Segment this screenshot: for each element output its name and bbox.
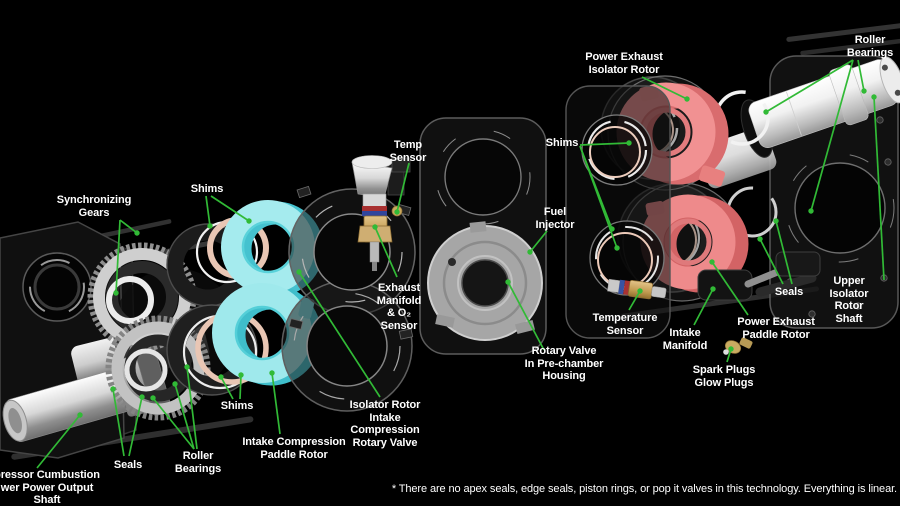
spark-plug-graphic xyxy=(723,337,753,355)
label-shims-left: Shims xyxy=(190,183,224,195)
right-assembly xyxy=(565,23,900,355)
label-isolator-rotor-intake-compression-rotary-valve: Isolator Rotor Intake Compression Rotary… xyxy=(349,399,421,449)
label-rotary-valve-prechamber: Rotary Valve In Pre-chamber Housing xyxy=(524,345,604,382)
label-synchronizing-gears: Synchronizing Gears xyxy=(56,194,132,219)
label-shims-mid: Shims xyxy=(545,137,579,149)
temp-sensor-injector-cluster xyxy=(351,155,411,271)
label-power-exhaust-paddle-rotor: Power Exhaust Paddle Rotor xyxy=(737,316,815,341)
synchronizing-gears-graphic xyxy=(87,242,211,421)
rotary-valve-disc xyxy=(427,221,543,341)
leader-lines xyxy=(36,59,885,469)
footnote: * There are no apex seals, edge seals, p… xyxy=(391,483,897,495)
label-spark-plugs-glow-plugs: Spark Plugs Glow Plugs xyxy=(692,364,756,389)
label-seals-right: Seals xyxy=(774,286,804,298)
label-roller-bearings-right: Roller Bearings xyxy=(846,34,894,59)
label-output-shaft: pressor Cumbustion wer Power Output Shaf… xyxy=(0,469,100,506)
tie-rod xyxy=(800,38,900,56)
left-assembly xyxy=(0,217,269,460)
label-exhaust-manifold-o2-sensor: Exhaust Manifold & O₂ Sensor xyxy=(376,282,422,332)
label-upper-isolator-rotor-shaft: Upper Isolator Rotor Shaft xyxy=(829,275,869,325)
tie-rod xyxy=(786,23,900,42)
label-power-exhaust-isolator-rotor: Power Exhaust Isolator Rotor xyxy=(585,51,663,76)
label-intake-compression-paddle-rotor: Intake Compression Paddle Rotor xyxy=(242,436,346,461)
label-shims-bottom: Shims xyxy=(220,400,254,412)
front-clear-plate xyxy=(565,85,671,339)
label-temperature-sensor: Temperature Sensor xyxy=(592,312,658,337)
label-fuel-injector: Fuel Injector xyxy=(535,206,575,231)
label-intake-manifold: Intake Manifold xyxy=(662,327,708,352)
label-roller-bearings-left: Roller Bearings xyxy=(174,450,222,475)
label-seals-left: Seals xyxy=(113,459,143,471)
label-temp-sensor: Temp Sensor xyxy=(389,139,427,164)
intake-manifold-graphic xyxy=(697,251,821,301)
